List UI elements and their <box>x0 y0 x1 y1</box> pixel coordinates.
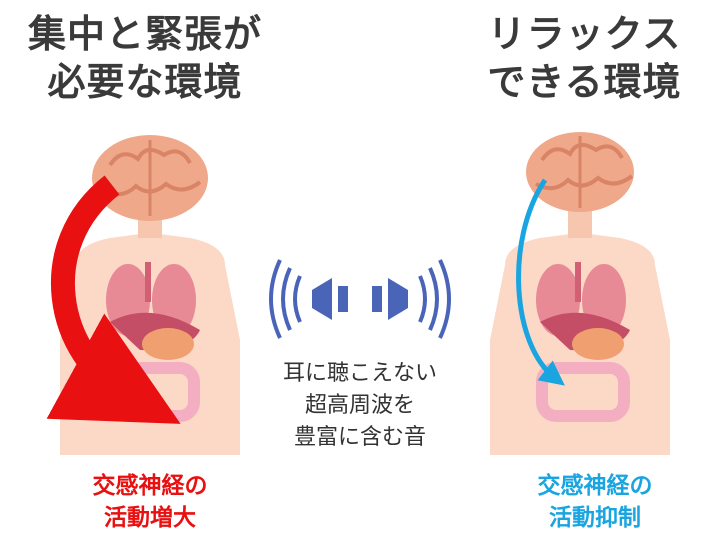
left-caption: 交感神経の 活動増大 <box>40 470 260 534</box>
right-caption-line2: 活動抑制 <box>549 505 641 531</box>
center-description: 耳に聴こえない 超高周波を 豊富に含む音 <box>250 358 470 454</box>
right-title-line2: できる環境 <box>487 60 682 104</box>
speaker-icon <box>269 259 451 339</box>
right-caption: 交感神経の 活動抑制 <box>485 470 705 534</box>
left-caption-line1: 交感神経の <box>92 473 208 499</box>
center-line2: 超高周波を <box>304 393 415 418</box>
left-brain-icon <box>92 135 208 221</box>
right-title-line1: リラックス <box>487 12 682 56</box>
right-neck <box>568 208 592 238</box>
right-caption-line1: 交感神経の <box>537 473 653 499</box>
center-line1: 耳に聴こえない <box>282 361 437 386</box>
left-arrow <box>46 175 181 424</box>
left-title-line2: 必要な環境 <box>47 60 243 104</box>
right-human-figure <box>490 132 670 455</box>
right-organs <box>536 262 630 422</box>
left-title-line1: 集中と緊張が <box>27 12 262 56</box>
right-title: リラックス できる環境 <box>460 10 709 106</box>
left-human-figure <box>46 135 240 455</box>
right-arrow <box>516 178 565 386</box>
left-caption-line2: 活動増大 <box>104 505 196 531</box>
right-brain-icon <box>526 132 634 212</box>
left-title: 集中と緊張が 必要な環境 <box>0 10 290 106</box>
center-line3: 豊富に含む音 <box>293 425 426 450</box>
